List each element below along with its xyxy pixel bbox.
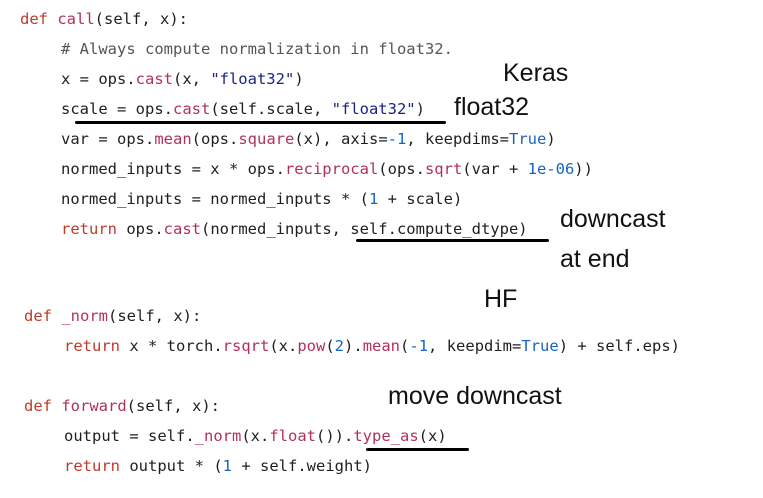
annotation-move-downcast: move downcast: [388, 382, 562, 410]
keyword-def: def: [24, 397, 52, 415]
code-text: (x): [418, 427, 447, 445]
code-fn: sqrt: [424, 160, 463, 178]
code-text: output = self.: [64, 427, 195, 445]
code-text: ): [294, 70, 304, 88]
code-text: , keepdim=: [428, 337, 522, 355]
code-text: ) + self.eps): [558, 337, 681, 355]
annotation-hf: HF: [484, 285, 518, 313]
code-text: ).: [344, 337, 363, 355]
code-text: scale = ops.: [61, 100, 173, 118]
code-literal: True: [521, 337, 559, 355]
code-text: , keepdims=: [406, 130, 509, 148]
code-string: "float32": [331, 100, 416, 118]
code-fn: rsqrt: [222, 337, 270, 355]
code-string: "float32": [210, 70, 295, 88]
code-text: (normed_inputs, self.compute_dtype): [201, 220, 528, 238]
code-line-output: output = self._norm(x.float()).type_as(x…: [64, 425, 447, 447]
code-text: (x), axis=: [294, 130, 388, 148]
code-line-normed-1: normed_inputs = x * ops.reciprocal(ops.s…: [61, 158, 593, 180]
keyword-return: return: [64, 457, 120, 475]
code-text: ops.: [117, 220, 164, 238]
code-number: 1: [368, 190, 379, 208]
code-text: (ops.: [378, 160, 425, 178]
code-text: var = ops.: [61, 130, 155, 148]
code-number: -1: [409, 337, 429, 355]
code-fn: square: [238, 130, 295, 148]
code-text: (x.: [269, 337, 298, 355]
code-text: ): [415, 100, 425, 118]
code-number: 1: [222, 457, 232, 475]
code-fn: cast: [163, 220, 201, 238]
params: (self, x):: [94, 10, 188, 28]
code-literal: True: [508, 130, 547, 148]
code-fn: cast: [135, 70, 173, 88]
code-fn: float: [269, 427, 316, 445]
annotation-keras: Keras: [503, 59, 569, 87]
underline-compute-dtype: [356, 239, 549, 242]
code-text: (x,: [172, 70, 211, 88]
code-number: 1e-06: [527, 160, 575, 178]
code-line-return-cast: return ops.cast(normed_inputs, self.comp…: [61, 218, 528, 240]
code-text: x = ops.: [61, 70, 136, 88]
function-name: _norm: [61, 307, 109, 325]
code-text: + self.weight): [232, 457, 372, 475]
code-fn: mean: [154, 130, 192, 148]
code-text: output * (: [120, 457, 223, 475]
code-line-cast-scale: scale = ops.cast(self.scale, "float32"): [61, 98, 425, 120]
code-comment: # Always compute normalization in float3…: [61, 40, 453, 58]
code-line-def-norm: def _norm(self, x):: [24, 305, 201, 327]
code-fn: pow: [297, 337, 326, 355]
code-line-var: var = ops.mean(ops.square(x), axis=-1, k…: [61, 128, 556, 150]
code-text: (ops.: [191, 130, 239, 148]
keyword-return: return: [64, 337, 120, 355]
code-line-def-forward: def forward(self, x):: [24, 395, 220, 417]
underline-type-as: [366, 448, 469, 451]
code-fn: _norm: [194, 427, 242, 445]
code-text: (: [325, 337, 335, 355]
code-fn: cast: [172, 100, 211, 118]
code-line-return-rsqrt: return x * torch.rsqrt(x.pow(2).mean(-1,…: [64, 335, 680, 357]
function-name: forward: [61, 397, 127, 415]
code-text: (: [400, 337, 410, 355]
code-text: normed_inputs = normed_inputs * (: [61, 190, 369, 208]
code-line-return-output: return output * (1 + self.weight): [64, 455, 372, 477]
code-text: )): [574, 160, 593, 178]
code-text: (self.scale,: [210, 100, 332, 118]
keyword-def: def: [20, 10, 48, 28]
keyword-return: return: [61, 220, 117, 238]
underline-scale-cast: [75, 121, 446, 124]
keyword-def: def: [24, 307, 52, 325]
function-name: call: [57, 10, 95, 28]
params: (self, x):: [108, 307, 202, 325]
code-text: x * torch.: [120, 337, 223, 355]
code-fn: reciprocal: [284, 160, 379, 178]
code-text: + scale): [378, 190, 463, 208]
code-text: (x.: [241, 427, 270, 445]
code-line-normed-2: normed_inputs = normed_inputs * (1 + sca…: [61, 188, 462, 210]
code-text: ()).: [316, 427, 354, 445]
code-line-def-call: def call(self, x):: [20, 8, 188, 30]
code-number: -1: [387, 130, 407, 148]
annotation-at-end: at end: [560, 245, 630, 273]
annotation-float32: float32: [454, 93, 530, 121]
code-number: 2: [334, 337, 345, 355]
code-text: normed_inputs = x * ops.: [61, 160, 285, 178]
code-fn: type_as: [353, 427, 419, 445]
params: (self, x):: [126, 397, 220, 415]
code-text: ): [546, 130, 556, 148]
annotation-downcast: downcast: [560, 205, 666, 233]
code-line-cast-x: x = ops.cast(x, "float32"): [61, 68, 304, 90]
code-fn: mean: [362, 337, 401, 355]
code-text: (var +: [462, 160, 528, 178]
